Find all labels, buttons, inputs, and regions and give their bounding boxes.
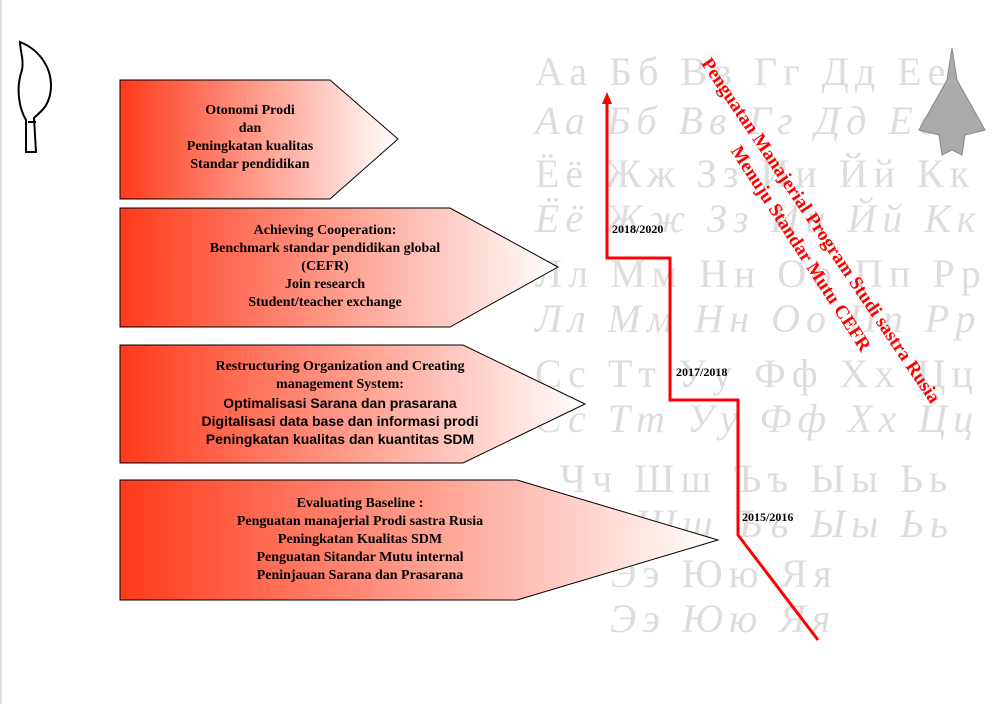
timeline-arrowhead-icon <box>602 92 612 104</box>
step-3-subline: Optimalisasi Sarana dan prasarana <box>223 395 457 411</box>
step-1-line: Otonomi Prodi <box>205 103 295 118</box>
year-label: 2017/2018 <box>676 365 728 379</box>
step-1-line: dan <box>238 121 262 136</box>
year-label: 2018/2020 <box>612 222 664 236</box>
step-arrow-3 <box>119 344 587 464</box>
step-4-line: Peningkatan Kualitas SDM <box>277 532 443 547</box>
step-arrow-2 <box>119 207 560 328</box>
step-3-subline: Digitalisasi data base dan informasi pro… <box>201 413 479 429</box>
bg-letters: Ээ Юю Яя <box>610 596 837 641</box>
year-label: 2015/2016 <box>742 510 794 524</box>
step-4-line: Evaluating Baseline : <box>296 496 424 511</box>
kris-logo-icon <box>17 40 52 153</box>
step-2-line: Benchmark standar pendidikan global <box>209 241 441 256</box>
step-1-line: Peningkatan kualitas <box>186 139 314 154</box>
step-3-text: Restructuring Organization and Creating … <box>160 358 520 448</box>
step-2-text: Achieving Cooperation: Benchmark standar… <box>160 222 490 312</box>
step-2-line: Student/teacher exchange <box>248 295 402 310</box>
step-4-text: Evaluating Baseline : Penguatan manajeri… <box>200 495 520 585</box>
step-2-line: Join research <box>285 277 365 292</box>
timeline-staircase <box>605 102 820 641</box>
step-3-subline: Peningkatan kualitas dan kuantitas SDM <box>205 431 475 447</box>
step-arrow-1 <box>119 79 399 200</box>
step-4-line: Penguatan manajerial Prodi sastra Rusia <box>236 514 484 529</box>
step-4-line: Peninjauan Sarana dan Prasarana <box>256 568 464 583</box>
jet-icon <box>918 47 986 156</box>
bg-letters: Сс Тт Уу Фф Хх Цц <box>535 351 979 396</box>
bg-letters: Аа Бб Вв Гг Дд Ее <box>535 49 952 94</box>
step-3-line: Restructuring Organization and Creating <box>215 359 465 374</box>
step-1-line: Standar pendidikan <box>190 157 310 172</box>
step-4-line: Penguatan Sitandar Mutu internal <box>256 550 464 565</box>
step-2-line: (CEFR) <box>301 259 349 274</box>
bg-letters: Сс Тт Уу Фф Хх Цц <box>535 396 980 441</box>
step-1-text: Otonomi Prodi dan Peningkatan kualitas S… <box>140 102 360 174</box>
step-arrow-4 <box>119 479 720 601</box>
bg-letters: Аа Бб Вв Гг Дд Ее <box>535 98 943 143</box>
bg-letters: Чч Шш Ъъ Ыы Ьь <box>560 456 954 501</box>
step-2-line: Achieving Cooperation: <box>253 223 397 238</box>
bg-letters: Лл Мм Нн Оо Пп Рр <box>535 296 982 341</box>
step-3-line: management System: <box>276 377 404 392</box>
